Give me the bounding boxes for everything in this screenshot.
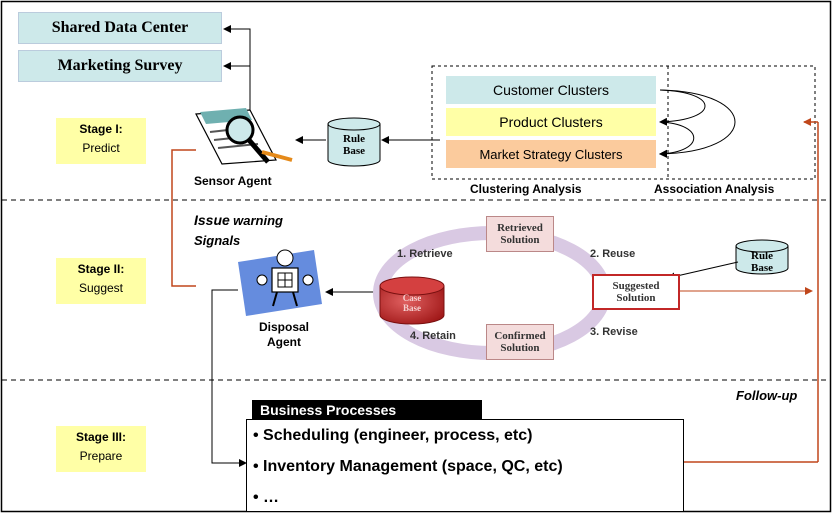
- confirmed-solution-box: Confirmed Solution: [486, 324, 554, 360]
- business-item-more: • …: [253, 489, 280, 506]
- business-processes-header: Business Processes: [252, 400, 482, 420]
- cbr-retain-label: 4. Retain: [410, 330, 456, 342]
- business-item-inventory: • Inventory Management (space, QC, etc): [253, 458, 563, 475]
- case-base-label: Case Base: [402, 293, 422, 313]
- issue-warning-signals-label: Issue warning Signals: [194, 212, 283, 248]
- stage-2-subtitle: Suggest: [78, 281, 124, 295]
- business-processes-box: • Scheduling (engineer, process, etc) • …: [246, 419, 684, 512]
- follow-up-label: Follow-up: [736, 388, 798, 403]
- clustering-analysis-label: Clustering Analysis: [470, 182, 582, 196]
- sensor-agent-icon: [195, 108, 293, 165]
- arrow-to-shared-data: [223, 25, 251, 110]
- disposal-agent-icon: [238, 249, 322, 316]
- market-strategy-clusters-box: Market Strategy Clusters: [446, 140, 656, 168]
- stage-1-title: Stage I:: [79, 122, 123, 136]
- cbr-retrieve-label: 1. Retrieve: [397, 248, 453, 260]
- product-clusters-box: Product Clusters: [446, 108, 656, 136]
- sensor-agent-label: Sensor Agent: [194, 174, 272, 188]
- rule-base-cylinder-1: [327, 117, 381, 167]
- stage-2-title: Stage II:: [77, 262, 125, 276]
- shared-data-center-box: Shared Data Center: [18, 12, 222, 44]
- stage-3-subtitle: Prepare: [79, 449, 123, 463]
- red-sensor-feedback: [171, 149, 196, 287]
- assoc-arc-3: [659, 121, 694, 158]
- disposal-agent-label: Disposal Agent: [258, 320, 309, 349]
- assoc-arc-1: [659, 89, 706, 126]
- association-analysis-label: Association Analysis: [654, 182, 775, 196]
- retrieved-solution-box: Retrieved Solution: [486, 216, 554, 252]
- stage-3-box: Stage III: Prepare: [56, 426, 146, 472]
- customer-clusters-box: Customer Clusters: [446, 76, 656, 104]
- assoc-arc-2: [659, 89, 736, 158]
- rule-base-cylinder-2: [735, 239, 789, 275]
- stage-2-box: Stage II: Suggest: [56, 258, 146, 304]
- stage-1-box: Stage I: Predict: [56, 118, 146, 164]
- case-base-cylinder: [379, 276, 445, 325]
- cbr-revise-label: 3. Revise: [590, 326, 638, 338]
- rule-base-2-label: Rule Base: [751, 250, 773, 274]
- suggested-solution-box: Suggested Solution: [592, 274, 680, 310]
- stage-1-subtitle: Predict: [82, 141, 120, 155]
- rule-base-1-label: Rule Base: [343, 133, 365, 157]
- marketing-survey-box: Marketing Survey: [18, 50, 222, 82]
- arrow-disposal-to-business: [211, 289, 247, 467]
- business-item-scheduling: • Scheduling (engineer, process, etc): [253, 427, 533, 444]
- shared-data-center-label: Shared Data Center: [51, 19, 189, 36]
- cbr-reuse-label: 2. Reuse: [590, 248, 636, 260]
- marketing-survey-label: Marketing Survey: [57, 57, 183, 74]
- stage-3-title: Stage III:: [75, 430, 126, 444]
